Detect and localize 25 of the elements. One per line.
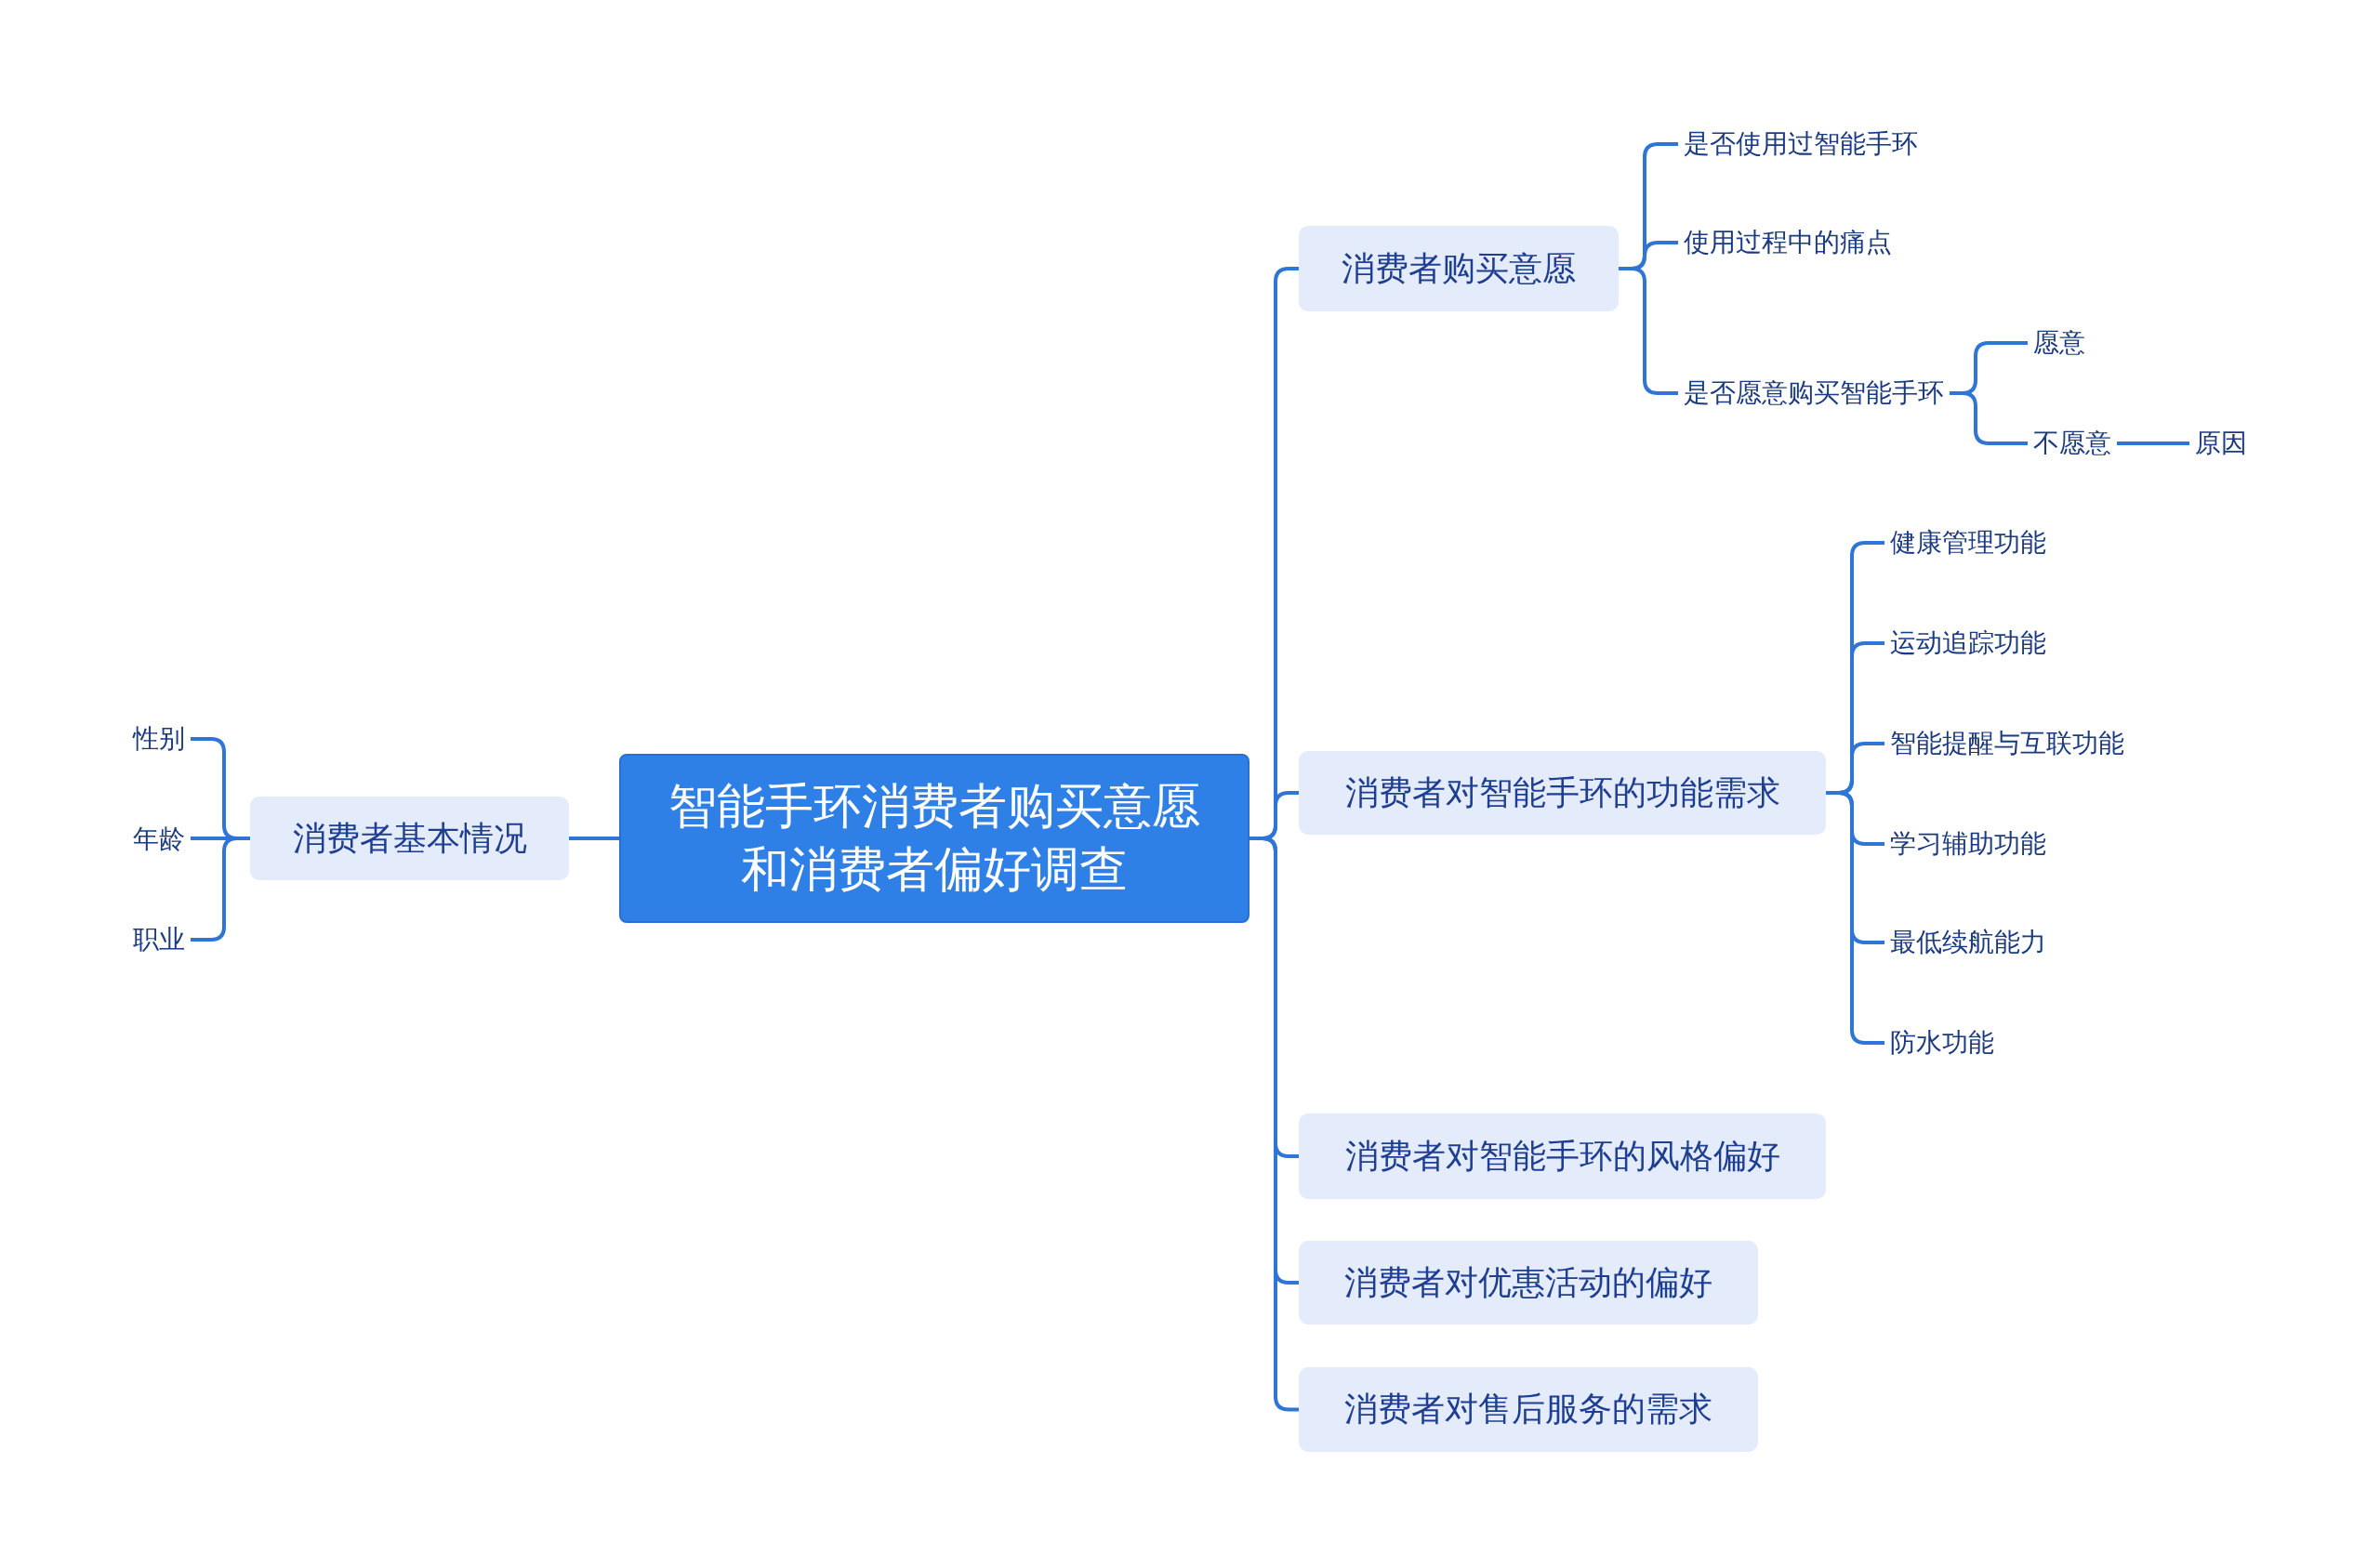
subtopic-label: 最低续航能力 <box>1884 923 2052 962</box>
subtopic-label: 愿意 <box>2028 323 2091 362</box>
topic-box: 消费者对智能手环的风格偏好 <box>1299 1113 1826 1199</box>
connector-line <box>2117 441 2189 445</box>
subtopic-label: 职业 <box>127 920 191 959</box>
connector-line <box>569 837 619 840</box>
topic-box: 消费者对售后服务的需求 <box>1299 1367 1758 1452</box>
subtopic-label: 运动追踪功能 <box>1884 624 2052 663</box>
subtopic-label: 是否愿意购买智能手环 <box>1678 374 1950 413</box>
connector-line <box>1950 391 2028 445</box>
topic-box: 消费者对优惠活动的偏好 <box>1299 1241 1758 1324</box>
topic-box: 消费者对智能手环的功能需求 <box>1299 751 1826 835</box>
subtopic-label: 学习辅助功能 <box>1884 824 2052 863</box>
subtopic-label: 是否使用过智能手环 <box>1678 125 1924 164</box>
subtopic-label: 智能提醒与互联功能 <box>1884 724 2130 763</box>
subtopic-label: 使用过程中的痛点 <box>1678 223 1897 262</box>
subtopic-label: 健康管理功能 <box>1884 523 2052 562</box>
subtopic-label: 原因 <box>2189 424 2253 463</box>
subtopic-label: 不愿意 <box>2028 424 2117 463</box>
subtopic-label: 防水功能 <box>1884 1023 2000 1062</box>
subtopic-label: 年龄 <box>127 820 191 859</box>
topic-box: 消费者基本情况 <box>250 797 569 880</box>
topic-box: 消费者购买意愿 <box>1299 226 1619 311</box>
central-topic-box: 智能手环消费者购买意愿和消费者偏好调查 <box>619 754 1250 923</box>
subtopic-label: 性别 <box>127 719 191 758</box>
